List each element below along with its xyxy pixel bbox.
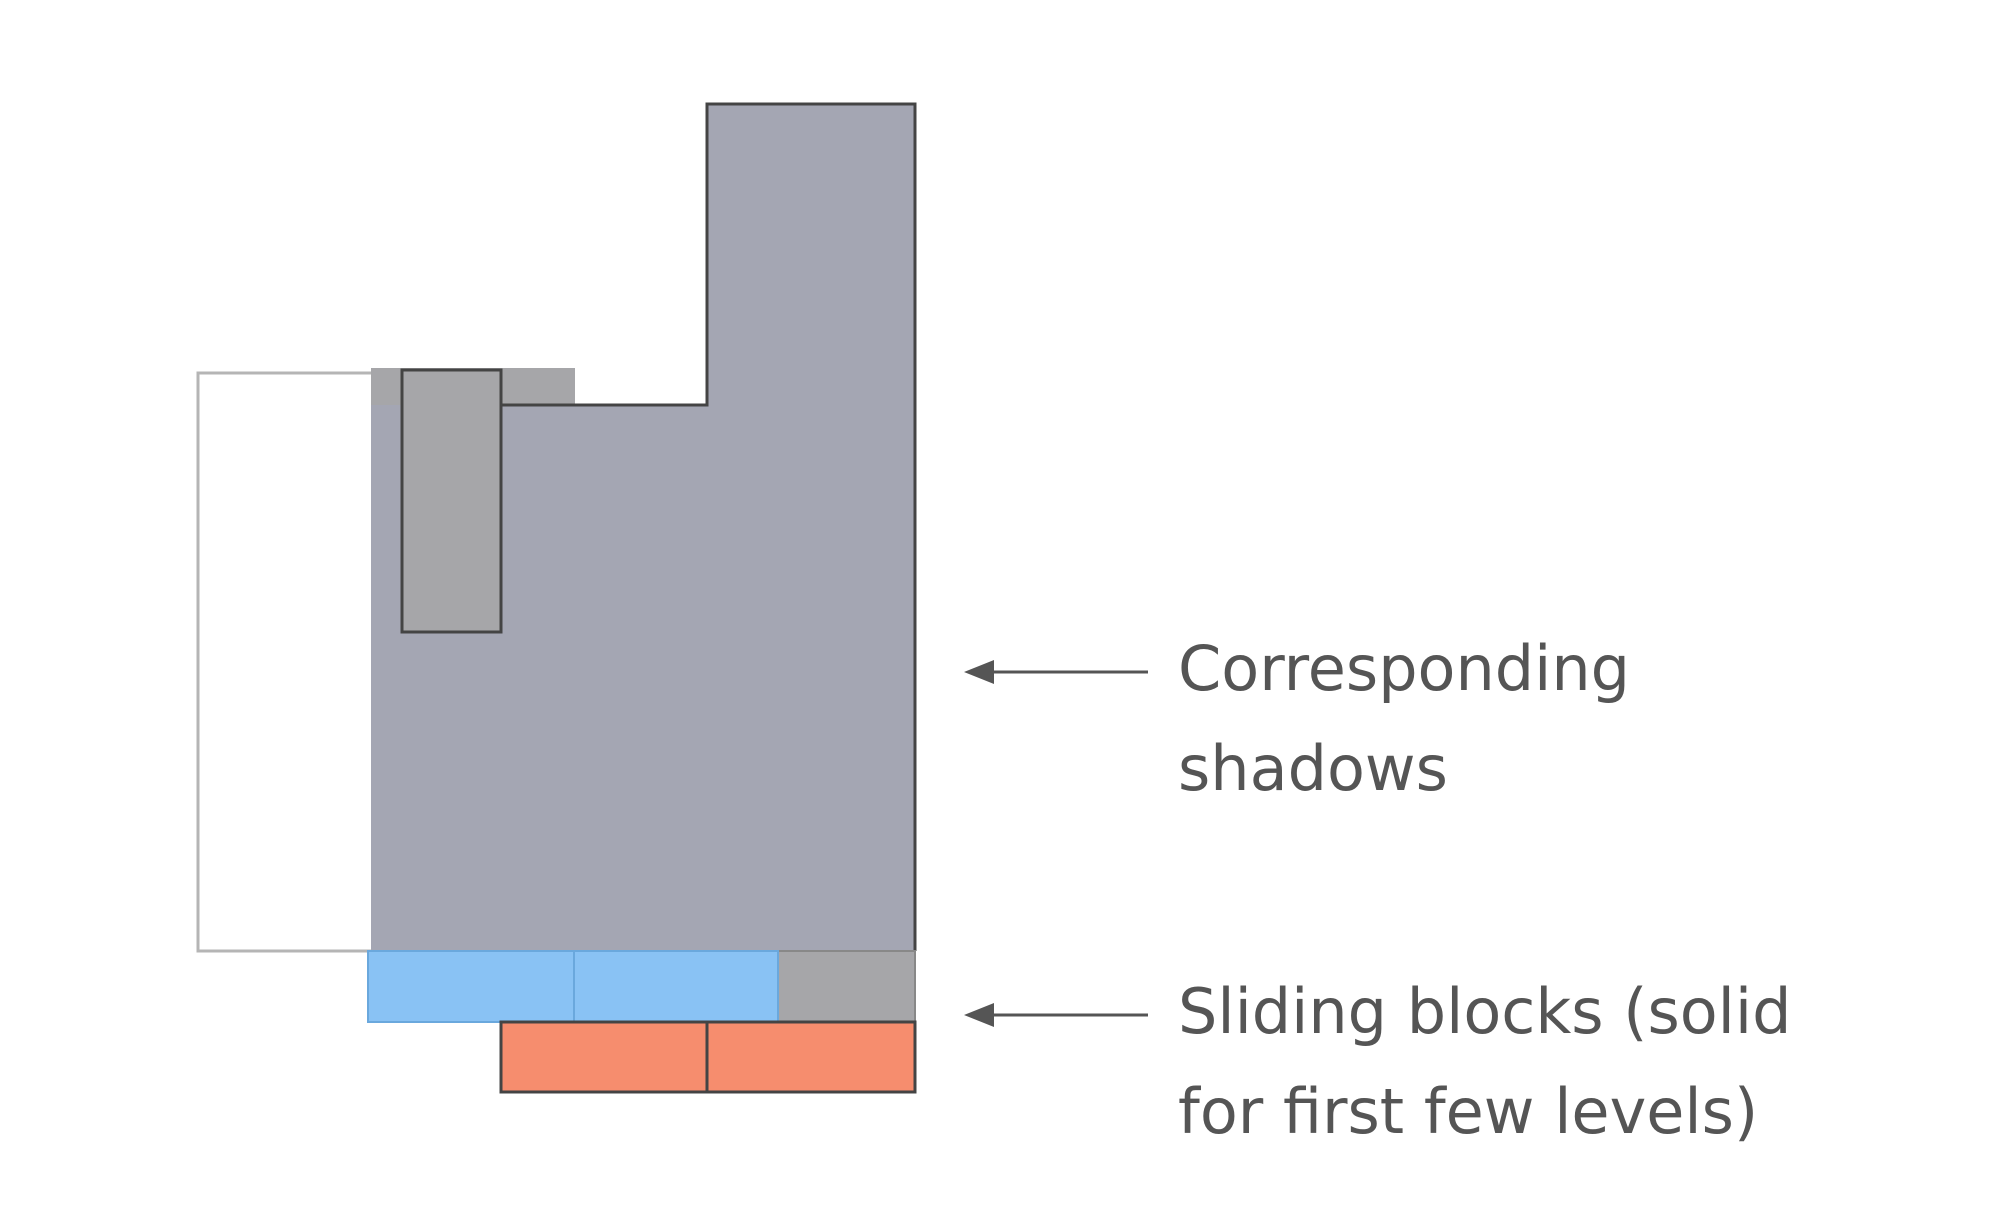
orange-sliding-block-1 — [499, 1020, 709, 1094]
blue-sliding-block-2 — [573, 950, 779, 1023]
secondary-shadow-column — [400, 368, 503, 634]
blocks-arrow — [964, 1003, 1148, 1027]
shadows-label-line1: Corresponding — [1178, 632, 1630, 705]
blocks-label-line2: for first few levels) — [1178, 1075, 1758, 1148]
blue-sliding-block-1 — [367, 950, 575, 1023]
blocks-label-line1: Sliding blocks (solid — [1178, 975, 1792, 1048]
shadow-edge-lines — [499, 102, 917, 951]
grey-sliding-block — [777, 950, 916, 1023]
orange-sliding-block-2 — [705, 1020, 917, 1094]
shadow-silhouette — [371, 104, 915, 951]
shadows-arrow — [964, 660, 1148, 684]
shadows-label-line2: shadows — [1178, 732, 1448, 805]
hollow-outline-block — [196, 371, 375, 953]
